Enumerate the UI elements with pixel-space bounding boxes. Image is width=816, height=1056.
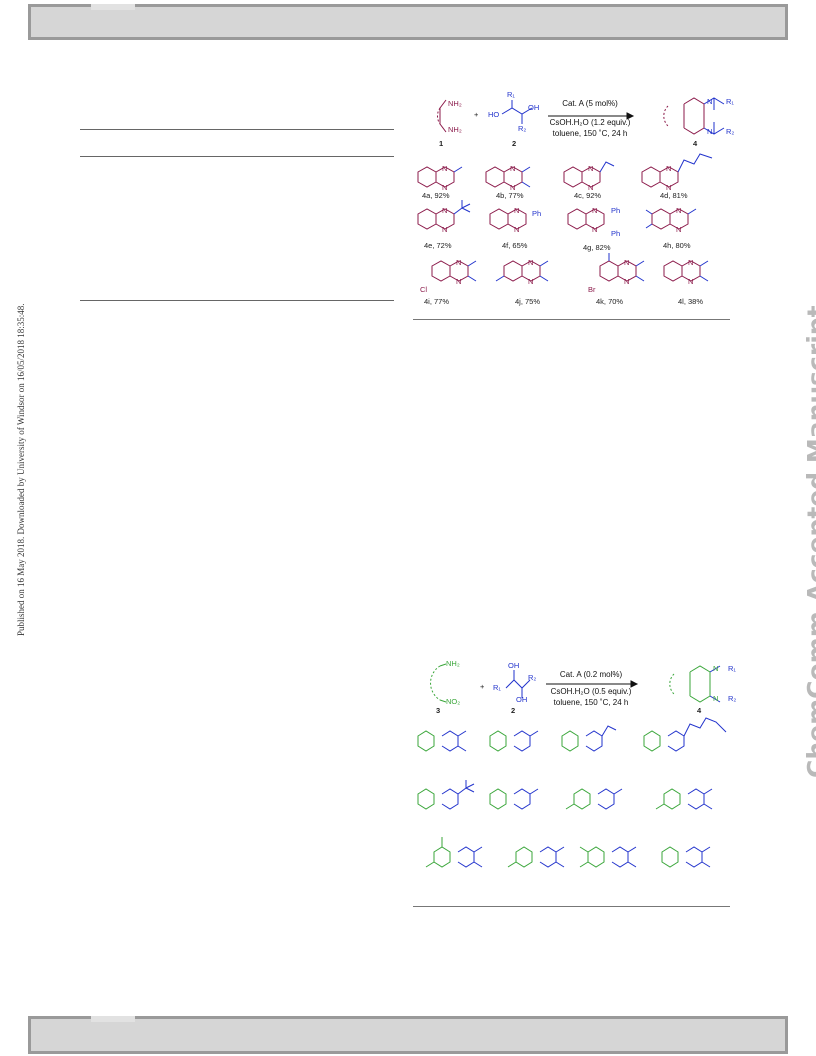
r1-group-b: R₁ (493, 683, 501, 692)
product-N2: N (707, 127, 713, 136)
substituent-cl-4i: Cl (420, 285, 428, 294)
table-bottom-rule (80, 300, 394, 301)
atom-n: N (588, 164, 594, 173)
product-R1: R₁ (726, 97, 734, 106)
product-label-4d: 4d, 81% (660, 191, 688, 200)
hydroxyl-group-1: OH (528, 103, 540, 112)
atom-n: N (528, 258, 534, 267)
atom-n: N (676, 225, 682, 234)
product-label-4k: 4k, 70% (596, 297, 624, 306)
amine-group-3: NH₂ (446, 659, 460, 668)
atom-n: N (676, 206, 682, 215)
condition-catalyst-b: Cat. A (0.2 mol%) (559, 670, 623, 679)
footer-bar (28, 1016, 788, 1054)
atom-n: N (666, 164, 672, 173)
product-N1: N (707, 97, 713, 106)
product-label-4f: 4f, 65% (502, 241, 528, 250)
atom-n: N (592, 225, 598, 234)
accepted-manuscript-watermark: ChemComm Accepted Manuscript (802, 305, 816, 778)
condition-solvent-temp-time-b: toluene, 150 ˚C, 24 h (553, 698, 629, 707)
product-R2: R₂ (726, 127, 735, 136)
hydroxyl-group-b1: OH (508, 661, 520, 670)
product-label-4g: 4g, 82% (583, 243, 611, 252)
nitro-group-3: NO₂ (446, 697, 461, 706)
scheme-bottom-bottom-rule (413, 906, 730, 907)
product-R1-b: R₁ (728, 664, 736, 673)
hydroxyl-group-b2: OH (516, 695, 528, 704)
product-label-4h: 4h, 80% (663, 241, 691, 250)
atom-n: N (514, 206, 520, 215)
plus-sign-2: + (480, 682, 485, 691)
atom-n: N (624, 277, 630, 286)
product-N2-b: N (713, 694, 719, 703)
atom-n: N (510, 183, 516, 192)
product-label-4i: 4i, 77% (424, 297, 450, 306)
compound-4-label-b: 4 (697, 706, 702, 715)
condition-solvent-temp-time: toluene, 150 ˚C, 24 h (552, 129, 628, 138)
publication-note: Published on 16 May 2018. Downloaded by … (16, 303, 26, 636)
substituent-ph-4g-1: Ph (611, 206, 621, 215)
atom-n: N (528, 277, 534, 286)
atom-n: N (442, 225, 448, 234)
compound-2-label-b: 2 (511, 706, 516, 715)
product-label-4a: 4a, 92% (422, 191, 450, 200)
atom-n: N (688, 258, 694, 267)
hydroxyl-group-2: HO (488, 110, 500, 119)
atom-n: N (442, 206, 448, 215)
product-N1-b: N (713, 664, 719, 673)
substituent-ph-4f: Ph (532, 209, 542, 218)
compound-3-label: 3 (436, 706, 441, 715)
condition-base: CsOH.H₂O (1.2 equiv.) (549, 118, 631, 127)
atom-n: N (456, 258, 462, 267)
atom-n: N (442, 164, 448, 173)
condition-catalyst: Cat. A (5 mol%) (562, 99, 618, 108)
r2-group-b: R₂ (528, 673, 537, 682)
header-bar (28, 4, 788, 40)
compound-1-label: 1 (439, 139, 444, 148)
table-top-rule (80, 129, 394, 130)
table-header-rule (80, 156, 394, 157)
r2-group: R₂ (518, 124, 527, 133)
atom-n: N (510, 164, 516, 173)
atom-n: N (588, 183, 594, 192)
scheme-top-bottom-rule (413, 319, 730, 320)
amine-group-2: NH₂ (448, 125, 462, 134)
compound-2-label: 2 (512, 139, 517, 148)
product-label-4b: 4b, 77% (496, 191, 524, 200)
atom-n: N (456, 277, 462, 286)
product-label-4e: 4e, 72% (424, 241, 452, 250)
plus-sign: + (474, 110, 479, 119)
atom-n: N (442, 183, 448, 192)
product-label-4c: 4c, 92% (574, 191, 602, 200)
substituent-br-4k: Br (588, 285, 596, 294)
condition-base-b: CsOH.H₂O (0.5 equiv.) (550, 687, 632, 696)
header-bar-tab (91, 4, 135, 10)
atom-n: N (592, 206, 598, 215)
substituent-ph-4g-2: Ph (611, 229, 621, 238)
atom-n: N (624, 258, 630, 267)
product-label-4j: 4j, 75% (515, 297, 541, 306)
product-label-4l: 4l, 38% (678, 297, 704, 306)
amine-group-1: NH₂ (448, 99, 462, 108)
footer-bar-tab (91, 1016, 135, 1022)
atom-n: N (666, 183, 672, 192)
r1-group: R₁ (507, 90, 515, 99)
atom-n: N (688, 277, 694, 286)
product-R2-b: R₂ (728, 694, 737, 703)
compound-4-label: 4 (693, 139, 698, 148)
atom-n: N (514, 225, 520, 234)
